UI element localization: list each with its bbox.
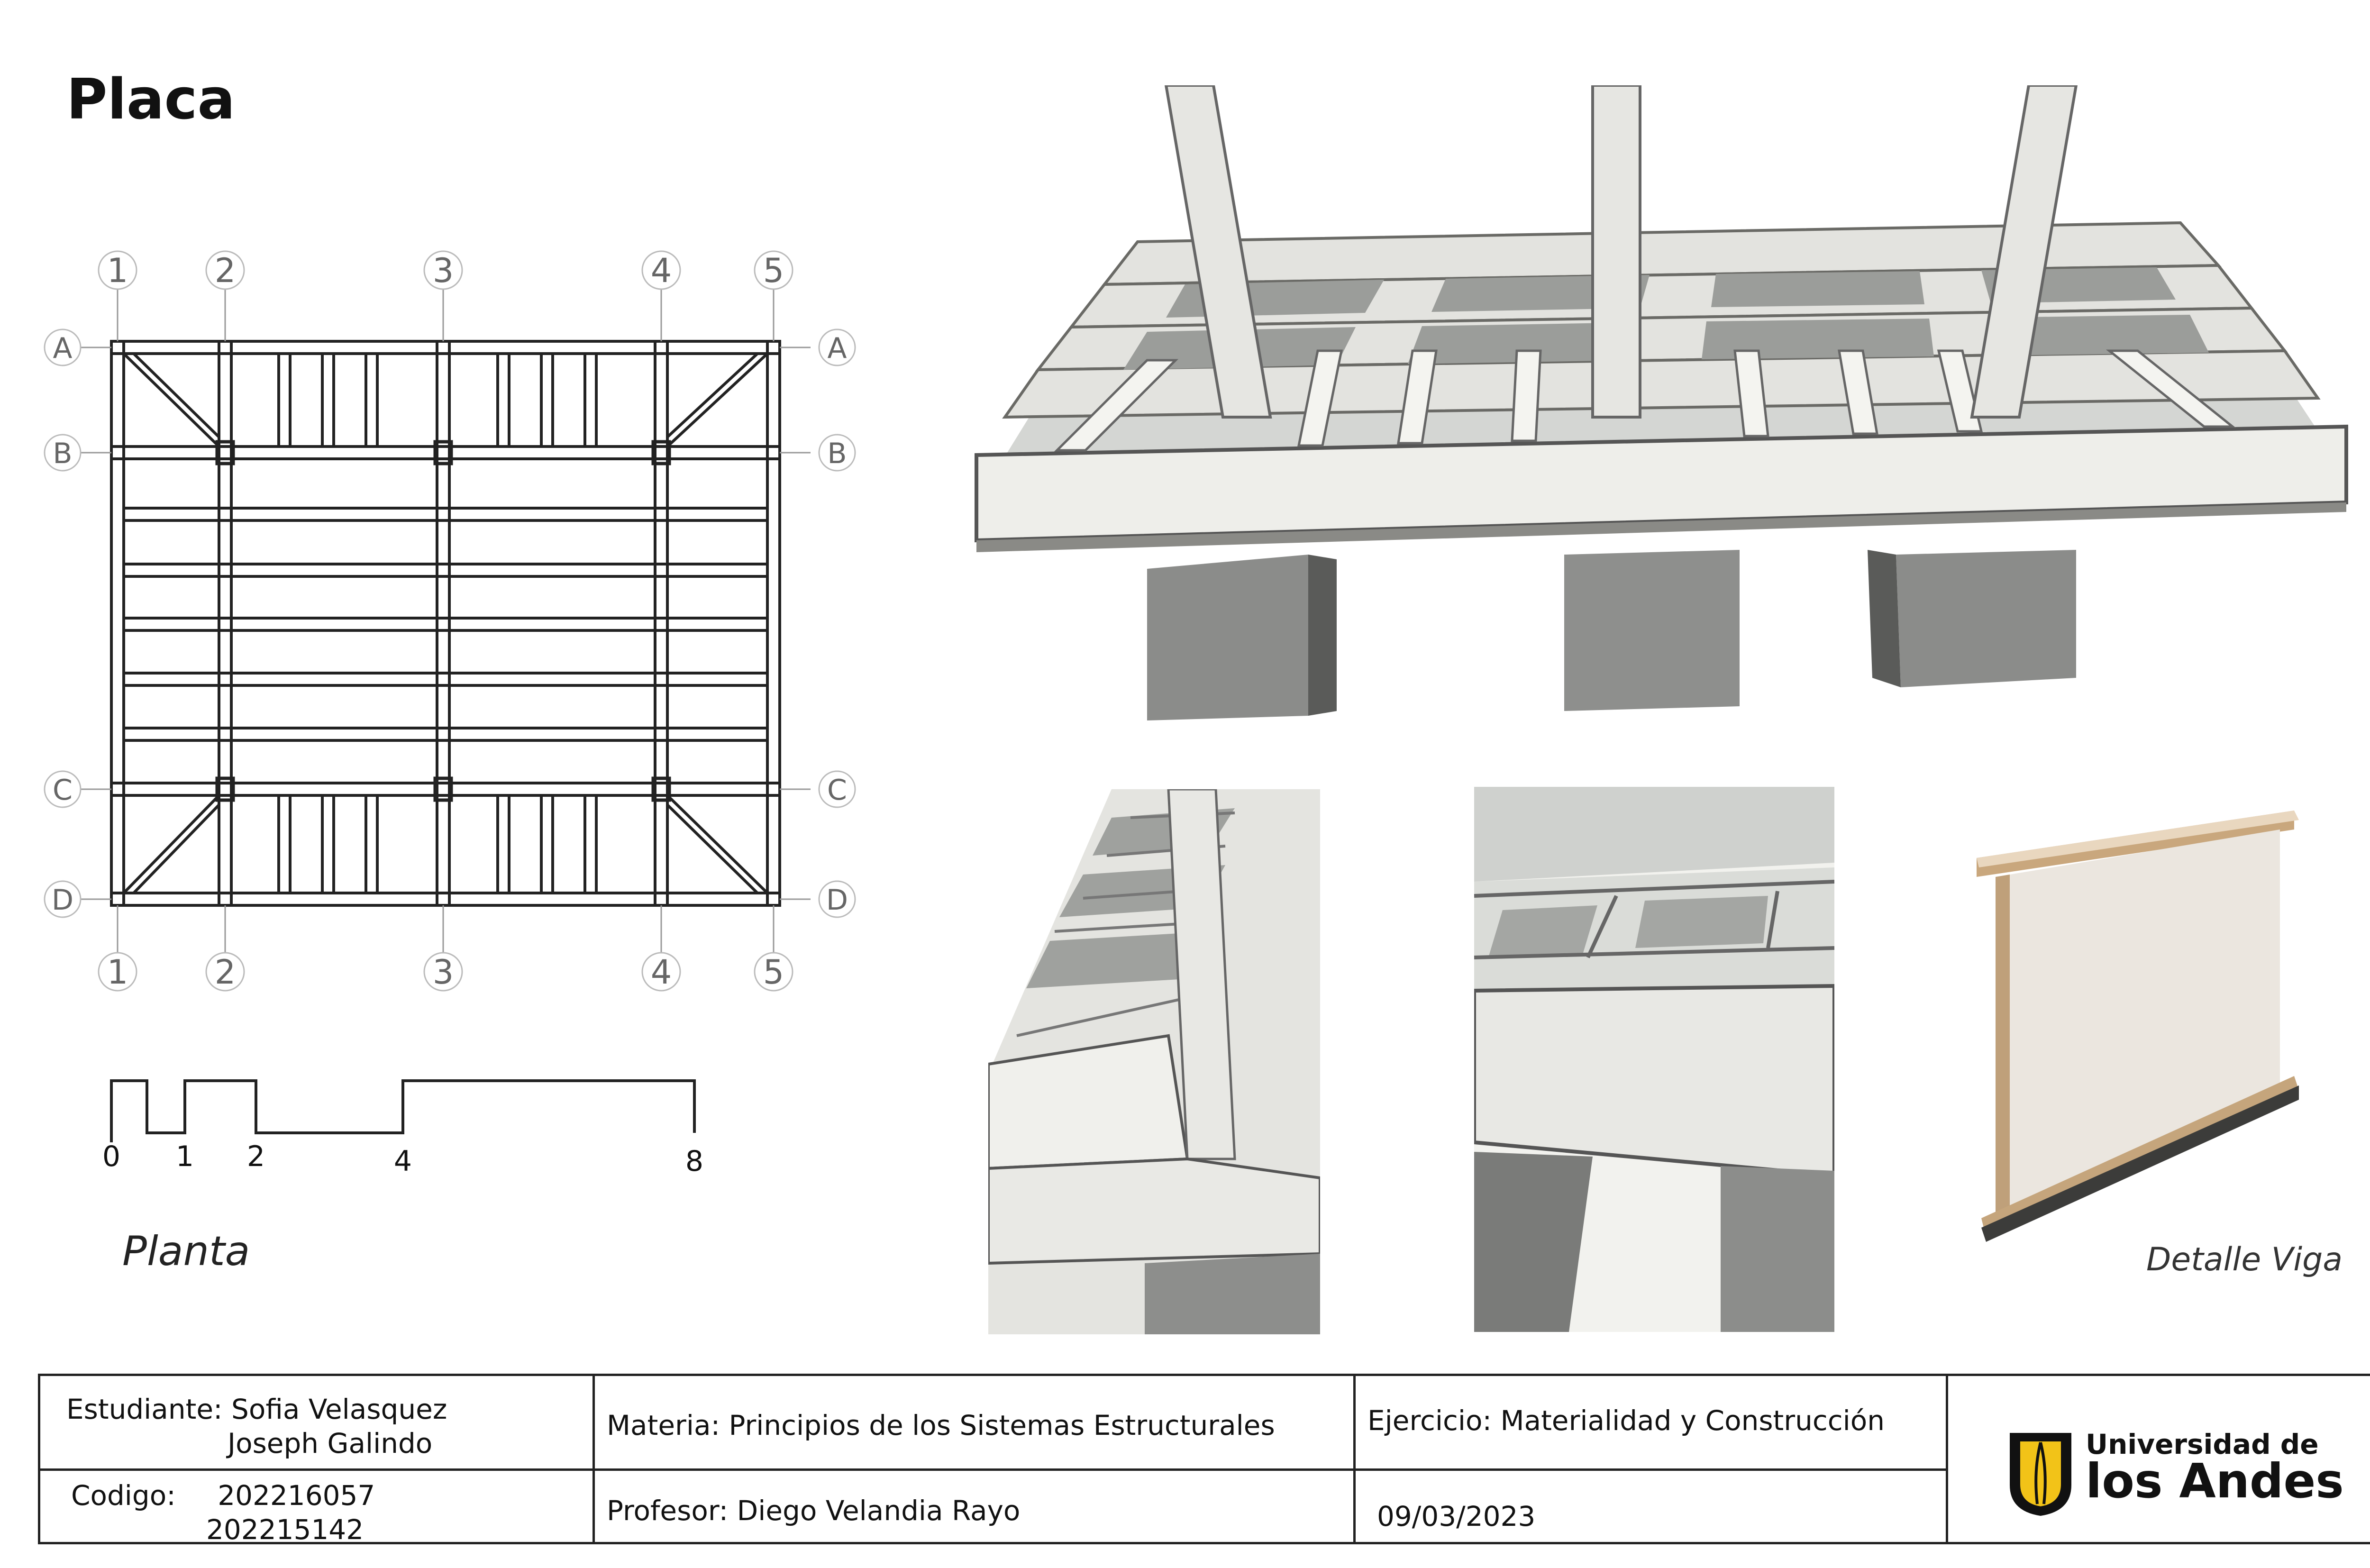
axis-bubble-bottom-1: 1 — [98, 952, 137, 992]
axis-bubble-bottom-3: 3 — [423, 952, 463, 992]
floor-plan: 1 2 3 4 5 1 2 3 4 5 A B C D A B C D — [44, 250, 856, 992]
axis-bubble-top-5: 5 — [754, 250, 793, 290]
title-block: Estudiante: Sofia Velasquez Joseph Galin… — [38, 1374, 2370, 1546]
beam-detail-caption: Detalle Viga — [2146, 1241, 2343, 1278]
axis-bubble-left-c: C — [44, 770, 82, 808]
column-nodes — [215, 440, 671, 802]
model-photo-detail-beam — [1474, 787, 1834, 1332]
student-name-1: Sofia Velasquez — [231, 1393, 447, 1425]
scale-tick-2: 2 — [247, 1140, 265, 1173]
corner-diagonals — [122, 352, 769, 894]
code-1: 202216057 — [218, 1479, 375, 1512]
professor-text: Profesor: Diego Velandia Rayo — [607, 1495, 1021, 1527]
scale-tick-4: 4 — [394, 1145, 412, 1178]
svg-text:C: C — [827, 774, 847, 807]
exercise-text: Ejercicio: Materialidad y Construcción — [1367, 1404, 1885, 1437]
course-text: Materia: Principios de los Sistemas Estr… — [607, 1409, 1275, 1441]
svg-text:5: 5 — [763, 251, 784, 290]
svg-text:3: 3 — [433, 953, 454, 992]
svg-text:5: 5 — [763, 953, 784, 992]
student-cell: Estudiante: Sofia Velasquez Joseph Galin… — [66, 1393, 447, 1459]
axis-bubble-top-4: 4 — [641, 250, 681, 290]
beam-col-1 — [110, 340, 125, 907]
top-bay-joists — [277, 352, 598, 448]
svg-text:3: 3 — [433, 251, 454, 290]
code-2: 202215142 — [206, 1513, 364, 1546]
scale-tick-1: 1 — [176, 1140, 194, 1173]
plan-caption: Planta — [122, 1228, 250, 1275]
svg-text:D: D — [826, 884, 848, 917]
axis-bubble-left-d: D — [44, 880, 82, 918]
beam-row-a — [110, 340, 781, 355]
student-name-2: Joseph Galindo — [228, 1427, 433, 1459]
code-label: Codigo: — [71, 1479, 176, 1512]
code-cell: Codigo: 202216057 202215142 — [71, 1479, 375, 1546]
svg-text:4: 4 — [651, 251, 672, 290]
svg-text:2: 2 — [215, 251, 236, 290]
scale-tick-8: 8 — [685, 1145, 703, 1178]
student-label: Estudiante: — [66, 1393, 223, 1425]
svg-text:4: 4 — [651, 953, 672, 992]
beam-col-3 — [436, 340, 451, 907]
university-logo: Universidad de los Andes — [2005, 1428, 2365, 1523]
axis-bubble-bottom-5: 5 — [754, 952, 793, 992]
axis-bubble-bottom-4: 4 — [641, 952, 681, 992]
svg-text:A: A — [827, 332, 847, 365]
bottom-bay-joists — [277, 794, 598, 894]
axis-bubble-top-1: 1 — [98, 250, 137, 290]
svg-text:D: D — [52, 884, 73, 917]
axis-bubble-top-2: 2 — [205, 250, 245, 290]
svg-text:2: 2 — [215, 953, 236, 992]
scale-tick-0: 0 — [102, 1140, 120, 1173]
beam-col-4 — [654, 340, 669, 907]
svg-text:C: C — [53, 774, 73, 807]
model-photo-main — [901, 85, 2370, 720]
beam-col-5 — [766, 340, 781, 907]
logo-shield-icon — [2010, 1433, 2071, 1516]
axis-bubble-left-a: A — [44, 328, 82, 366]
model-photo-detail-corner — [988, 789, 1320, 1334]
svg-text:1: 1 — [107, 953, 128, 992]
axis-bubble-right-a: A — [818, 328, 856, 366]
middle-joists — [122, 507, 769, 742]
logo-line-1: Universidad de — [2086, 1428, 2319, 1460]
axis-bubble-right-b: B — [818, 434, 856, 472]
beam-row-c — [110, 782, 781, 797]
beam-row-d — [110, 892, 781, 907]
logo-line-2: los Andes — [2086, 1453, 2344, 1509]
axis-bubble-top-3: 3 — [423, 250, 463, 290]
beam-detail-photo — [1967, 801, 2308, 1247]
scale-bar: 0 1 2 4 8 — [102, 1079, 703, 1178]
axis-bubble-left-b: B — [44, 434, 82, 472]
beam-row-b — [110, 445, 781, 460]
svg-text:B: B — [827, 437, 847, 470]
axis-bubble-bottom-2: 2 — [205, 952, 245, 992]
svg-text:B: B — [53, 437, 72, 470]
date-text: 09/03/2023 — [1377, 1500, 1536, 1532]
svg-text:1: 1 — [107, 251, 128, 290]
beam-col-2 — [218, 340, 233, 907]
page-title: Placa — [66, 66, 236, 132]
axis-bubble-right-c: C — [818, 770, 856, 808]
svg-text:A: A — [53, 332, 72, 365]
axis-bubble-right-d: D — [818, 880, 856, 918]
